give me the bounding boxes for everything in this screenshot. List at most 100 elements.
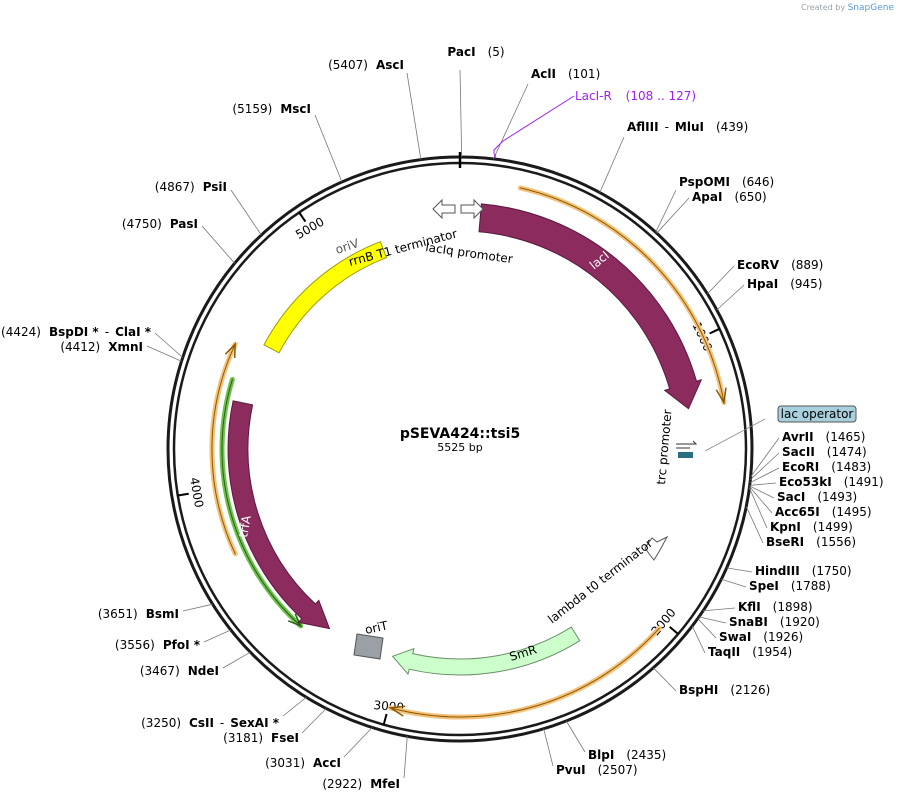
- site-label-acli: AclI (101): [531, 67, 600, 81]
- site-name: AscI: [376, 58, 404, 72]
- site-position: (650): [734, 190, 766, 204]
- site-position: (5159): [232, 102, 272, 116]
- site-name: AvrII: [782, 430, 814, 444]
- tick-4000: [177, 492, 189, 497]
- site-label-kfli: KflI(1898): [738, 600, 813, 614]
- site-name: EcoRV: [737, 258, 780, 272]
- site-label-kpni: KpnI(1499): [770, 520, 853, 534]
- site-leader-afliii: [599, 136, 625, 193]
- site-label-xmni: (4412)XmnI: [60, 340, 143, 354]
- laciq-promoter-arrow: [460, 198, 484, 220]
- site-name: HpaI: [747, 277, 778, 291]
- trc-promoter-block: [678, 452, 693, 458]
- site-leader-pspomi: [655, 189, 677, 233]
- lac-operator-leader: [704, 418, 766, 452]
- site-leader-pvui: [543, 728, 554, 767]
- credit-prefix: Created by: [801, 3, 846, 12]
- tick-label-5000: 5000: [293, 215, 326, 242]
- site-leader-acci: [343, 727, 373, 758]
- snapgene-credit: Created by SnapGene: [801, 3, 894, 13]
- tick-5000: [298, 211, 307, 223]
- site-label-fsei: (3181)FseI: [223, 731, 299, 745]
- site-label-mfei: (2922)MfeI: [322, 777, 400, 791]
- credit-brand: SnapGene: [847, 3, 894, 13]
- site-leader-fsei: [301, 708, 327, 734]
- site-name: KflI: [738, 600, 761, 614]
- site-leader-asci: [406, 72, 422, 160]
- site-name: BlpI: [588, 748, 614, 762]
- site-position: (1474): [827, 445, 867, 459]
- site-label-bseri: BseRI(1556): [766, 535, 856, 549]
- site-label-sacii: SacII(1474): [782, 445, 867, 459]
- site-leader-mfei: [403, 736, 408, 779]
- site-name: BsmI: [146, 607, 179, 621]
- site-separator: -: [220, 716, 224, 730]
- site-leader-pasi: [201, 225, 236, 264]
- site-label-asci: (5407) AscI: [328, 58, 404, 72]
- site-label-hindiii: HindIII (1750): [755, 564, 852, 578]
- site-leader-saci: [749, 485, 775, 499]
- site-label-pfoi: (3556)PfoI *: [115, 638, 201, 652]
- laci-r-range: (108 .. 127): [626, 89, 696, 103]
- site-position: (5407): [328, 58, 368, 72]
- site-leader-taqii: [691, 625, 706, 654]
- orit-block: [353, 633, 384, 660]
- plasmid-name: pSEVA424::tsi5: [400, 426, 520, 442]
- site-position: (1788): [791, 579, 831, 593]
- site-name: Acc65I: [775, 505, 820, 519]
- laci-r-primer-line: [493, 95, 575, 154]
- site-name: MfeI: [370, 777, 400, 791]
- oriv-block: [263, 241, 388, 354]
- site-name: AflIII: [627, 120, 659, 134]
- site-leader-bsmi: [182, 603, 213, 612]
- highlight-core-laci: [519, 187, 725, 403]
- site-position: (1495): [832, 505, 872, 519]
- lambda-t0-terminator-arrow: [644, 535, 669, 561]
- site-label-avrii: AvrII(1465): [782, 430, 865, 444]
- highlight-head-laci: [715, 387, 727, 405]
- site-name-2: SexAI *: [230, 716, 279, 730]
- site-name: CsII: [189, 716, 214, 730]
- site-position: (1750): [812, 564, 852, 578]
- site-leader-xmni: [146, 345, 182, 362]
- site-position: (2126): [730, 683, 770, 697]
- site-leader-lines: [146, 69, 780, 779]
- site-name: HindIII: [755, 564, 800, 578]
- site-position: (1920): [780, 615, 820, 629]
- site-label-snabi: SnaBI(1920): [729, 615, 820, 629]
- site-label-msci: (5159) MscI: [232, 102, 311, 116]
- site-leader-acli: [493, 83, 529, 160]
- site-label-ndei: (3467)NdeI: [140, 664, 219, 678]
- site-leader-ecorv: [707, 265, 735, 295]
- trc-promoter-glyph: [676, 440, 698, 449]
- site-leader-psii: [230, 189, 262, 236]
- site-label-pspomi: PspOMI(646): [679, 175, 774, 189]
- site-leader-msci: [314, 114, 343, 183]
- orit-label: oriT: [364, 618, 390, 637]
- site-name: BseRI: [766, 535, 804, 549]
- site-position: (101): [568, 67, 600, 81]
- site-label-eco53ki: Eco53kI(1491): [779, 475, 884, 489]
- trc-promoter-label: trc promoter: [654, 409, 675, 485]
- site-name: XmnI: [108, 340, 143, 354]
- site-leader-eco53ki: [749, 482, 777, 486]
- tick-1000: [709, 327, 720, 335]
- site-name: PvuI: [556, 763, 586, 777]
- site-name: SpeI: [749, 579, 779, 593]
- site-label-swai: SwaI(1926): [719, 630, 803, 644]
- site-position: (3250): [141, 716, 181, 730]
- site-position: (4424): [1, 325, 41, 339]
- site-separator: -: [665, 120, 669, 134]
- site-name: FseI: [271, 731, 299, 745]
- site-label-paci: PacI(5): [447, 45, 504, 59]
- tick-2000: [669, 626, 679, 635]
- site-label-pasi: (4750)PasI: [122, 217, 198, 231]
- laci-r-name: LacI-R: [575, 89, 612, 103]
- site-name: PacI: [447, 45, 475, 59]
- site-name: AclI: [531, 67, 556, 81]
- site-position: (3031): [265, 756, 305, 770]
- site-name-2: MluI: [675, 120, 704, 134]
- green-track-head: [287, 613, 303, 628]
- site-name: MscI: [280, 102, 311, 116]
- site-name: PasI: [170, 217, 198, 231]
